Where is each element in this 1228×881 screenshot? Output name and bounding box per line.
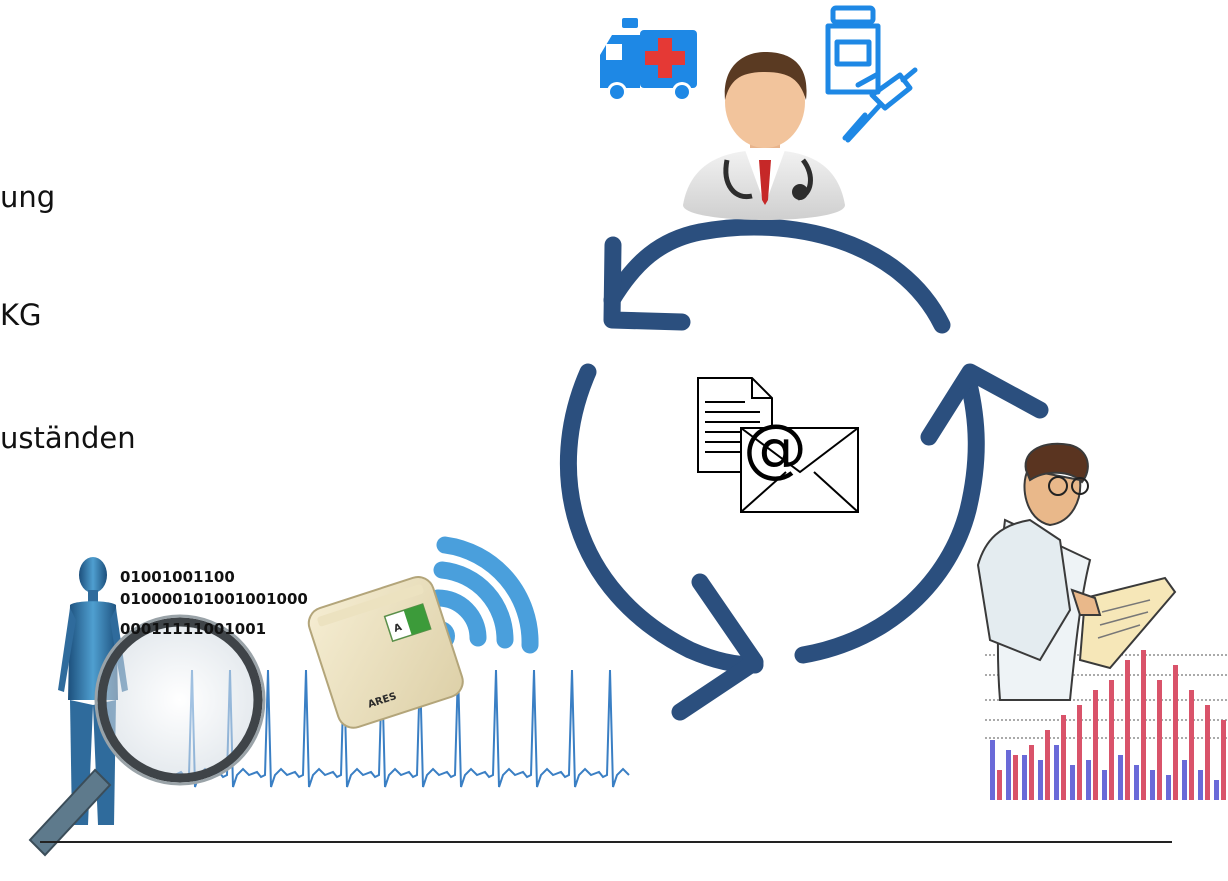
chart-bar-blue (1118, 755, 1123, 800)
chart-bar-blue (1054, 745, 1059, 800)
chart-bar-red (1045, 730, 1050, 800)
chart-bar-red (1029, 745, 1034, 800)
chart-bar-red (1205, 705, 1210, 800)
cycle-arrow-top (603, 218, 951, 334)
chart-bar-red (1221, 720, 1226, 800)
medicine-icon (825, 5, 918, 143)
chart-bar-blue (1166, 775, 1171, 800)
at-symbol: @ (743, 412, 807, 486)
chart-bar-red (1077, 705, 1082, 800)
clipboard-doctor (976, 442, 1177, 701)
cycle-arrow-left (559, 363, 764, 674)
chart-bar-blue (1086, 760, 1091, 800)
bar-chart-graphic (985, 650, 1228, 800)
binary-line-3: 00011111001001 (120, 620, 266, 638)
device-badge: A (392, 622, 403, 635)
cycle-arrow-right (794, 371, 985, 664)
doctor-avatar (683, 52, 845, 220)
chart-bar-red (1093, 690, 1098, 800)
email-icon: @ (697, 377, 859, 513)
chart-bar-blue (1150, 770, 1155, 800)
binary-line-1: 01001001100 (120, 568, 235, 586)
chart-bar-blue (1006, 750, 1011, 800)
bullet-text-2: KG (0, 298, 42, 332)
chart-bar-blue (1038, 760, 1043, 800)
chart-bar-red (997, 770, 1002, 800)
cycle-arrow-top-head (603, 236, 691, 331)
binary-line-2: 010000101001001000 (120, 590, 308, 608)
chart-bar-blue (1102, 770, 1107, 800)
ecg-line (174, 669, 630, 788)
chart-bar-red (1157, 680, 1162, 800)
magnifier-icon (28, 614, 266, 857)
bullet-text-1: ung (0, 180, 56, 214)
ares-device: A ARES (307, 576, 464, 729)
chart-bar-blue (1070, 765, 1075, 800)
cycle-arrow-left-head (671, 573, 764, 721)
chart-bar-blue (1022, 755, 1027, 800)
chart-bar-blue (1134, 765, 1139, 800)
chart-bar-red (1141, 650, 1146, 800)
ambulance-icon (600, 18, 697, 102)
chart-bar-blue (1182, 760, 1187, 800)
chart-bar-red (1061, 715, 1066, 800)
cycle-arrow-right-head (920, 363, 1049, 446)
chart-bar-red (1109, 680, 1114, 800)
chart-bar-red (1125, 660, 1130, 800)
chart-bar-red (1189, 690, 1194, 800)
chart-bar-blue (1214, 780, 1219, 800)
chart-bar-red (1173, 665, 1178, 800)
cycle-arrows (559, 218, 1049, 721)
ecg-waveform (174, 669, 630, 788)
chart-bar-blue (1198, 770, 1203, 800)
chart-bar-red (1013, 755, 1018, 800)
bullet-text-3: uständen (0, 421, 136, 455)
binary-data: 01001001100 010000101001001000 000111110… (120, 568, 308, 638)
chart-bar-blue (990, 740, 995, 800)
